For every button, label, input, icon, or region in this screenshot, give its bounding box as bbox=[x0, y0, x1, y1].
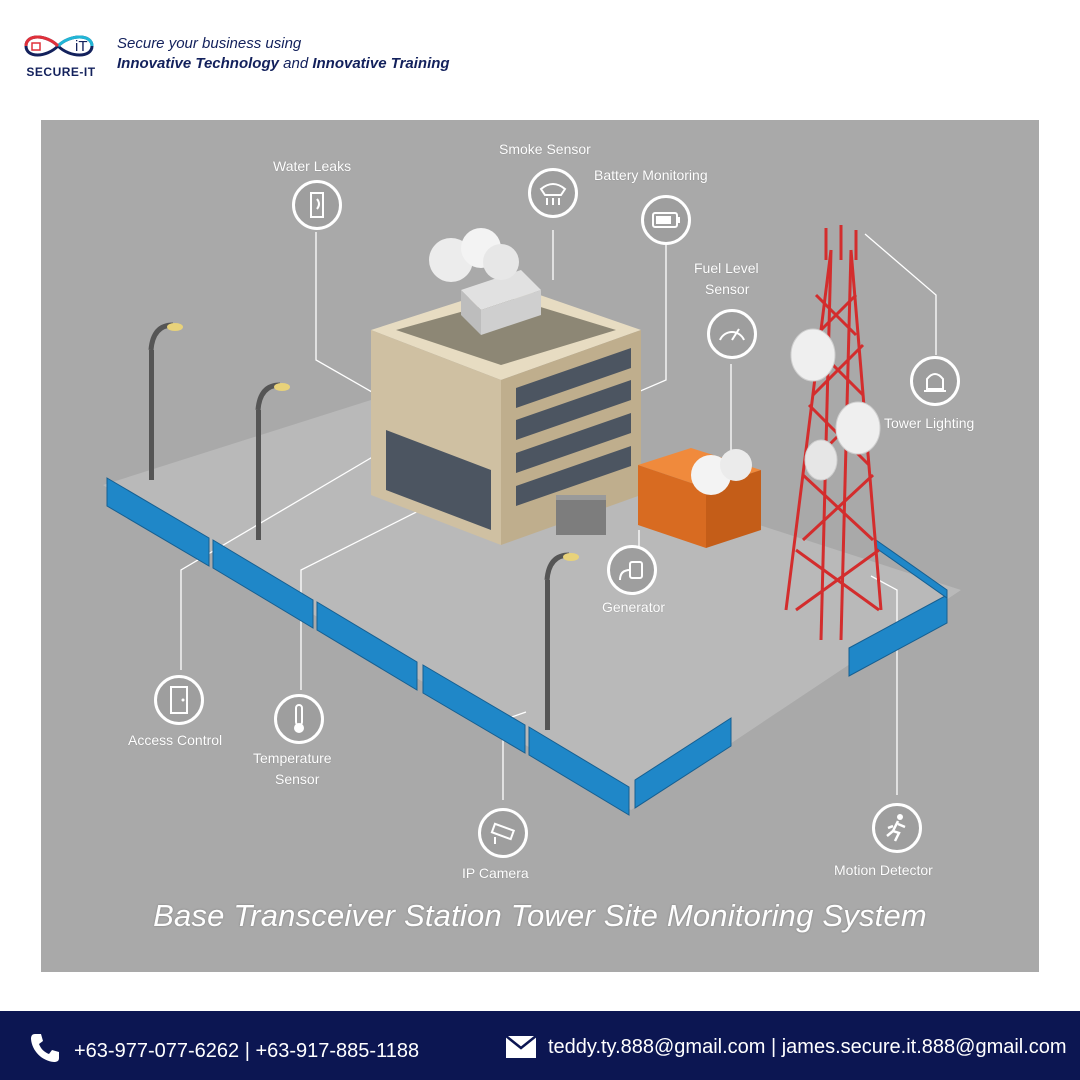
label-generator: Generator bbox=[602, 599, 666, 615]
label-water-leaks: Water Leaks bbox=[273, 158, 352, 174]
tagline-line-1: Secure your business using bbox=[117, 35, 302, 52]
battery-icon bbox=[641, 195, 691, 245]
mail-icon bbox=[505, 1035, 537, 1058]
label-tower-lighting: Tower Lighting bbox=[884, 415, 975, 431]
label-fuel-level-1: Fuel Level bbox=[694, 260, 759, 276]
label-access-control: Access Control bbox=[128, 732, 223, 748]
site-illustration bbox=[103, 225, 961, 816]
label-ip-camera: IP Camera bbox=[462, 865, 529, 881]
label-smoke-sensor: Smoke Sensor bbox=[499, 141, 591, 157]
tagline-bold-2: Innovative Training bbox=[312, 55, 450, 72]
email-addresses[interactable]: teddy.ty.888@gmail.com | james.secure.it… bbox=[548, 1036, 1067, 1058]
contact-footer: +63-977-077-6262 | +63-917-885-1188 tedd… bbox=[0, 1011, 1080, 1080]
building bbox=[371, 228, 641, 545]
smoke-sensor-icon bbox=[528, 168, 578, 218]
label-temperature-2: Sensor bbox=[275, 771, 320, 787]
ground-plate bbox=[103, 400, 961, 810]
label-temperature-1: Temperature bbox=[253, 750, 332, 766]
diagram-panel: Water Leaks Smoke Sensor Battery Monitor… bbox=[41, 120, 1039, 972]
fuel-gauge-icon bbox=[707, 309, 757, 359]
tagline-bold-1: Innovative Technology bbox=[117, 55, 279, 72]
infinity-logo-icon: iT bbox=[24, 35, 94, 57]
motion-runner-icon bbox=[872, 803, 922, 853]
header: iT SECURE-IT Secure your business using … bbox=[0, 0, 1080, 110]
label-fuel-level-2: Sensor bbox=[705, 281, 750, 297]
tower-dishes bbox=[790, 328, 881, 481]
ip-camera-icon bbox=[478, 808, 528, 858]
tagline: Secure your business using Innovative Te… bbox=[117, 34, 450, 74]
tower-light-icon bbox=[910, 356, 960, 406]
label-battery-monitoring: Battery Monitoring bbox=[594, 167, 708, 183]
street-lights bbox=[148, 322, 579, 730]
phone-numbers[interactable]: +63-977-077-6262 | +63-917-885-1188 bbox=[74, 1040, 420, 1062]
tagline-and: and bbox=[278, 55, 313, 72]
water-leak-icon bbox=[292, 180, 342, 230]
generator-unit bbox=[638, 448, 761, 548]
phone-icon bbox=[31, 1034, 59, 1062]
secure-it-logo: iT SECURE-IT bbox=[18, 24, 104, 80]
diagram-caption: Base Transceiver Station Tower Site Moni… bbox=[153, 898, 927, 933]
perimeter-fence bbox=[106, 477, 948, 816]
generator-plug-icon bbox=[607, 545, 657, 595]
svg-text:iT: iT bbox=[75, 38, 88, 55]
logo-text: SECURE-IT bbox=[26, 65, 96, 79]
thermometer-icon bbox=[274, 694, 324, 744]
label-motion-detector: Motion Detector bbox=[834, 862, 933, 878]
door-icon bbox=[154, 675, 204, 725]
tagline-line-2: Innovative Technology and Innovative Tra… bbox=[117, 54, 450, 74]
